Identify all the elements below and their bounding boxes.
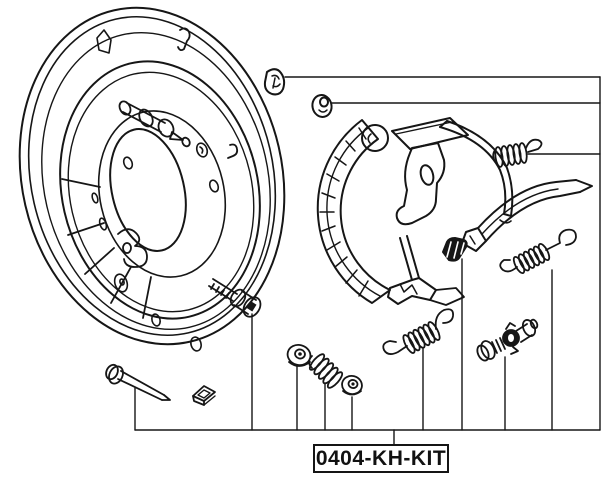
brake-backing-plate — [18, 6, 286, 352]
shoe-return-spring — [382, 308, 454, 355]
grommet-washer — [311, 94, 333, 118]
plug-cap — [263, 68, 286, 96]
clevis-pin — [105, 363, 171, 401]
adjuster-assembly — [476, 318, 539, 362]
adjuster-lever — [461, 179, 593, 252]
leader-lines — [134, 76, 601, 446]
retainer-clip — [192, 385, 216, 406]
kit-part-number-label: 0404-KH-KIT — [313, 444, 449, 473]
plate-cable-bracket — [117, 228, 148, 268]
cone-spring — [442, 237, 468, 262]
hold-down-coil-spring — [308, 353, 344, 389]
spring-cup-washer-2 — [341, 375, 363, 396]
plate-pivot-fitting — [118, 100, 191, 148]
brake-shoe-assembly — [316, 117, 514, 306]
extension-spring-long — [499, 228, 577, 275]
kit-part-number-text: 0404-KH-KIT — [315, 446, 447, 470]
hold-down-spring — [492, 138, 543, 168]
shoe-hold-bolt — [208, 278, 262, 318]
